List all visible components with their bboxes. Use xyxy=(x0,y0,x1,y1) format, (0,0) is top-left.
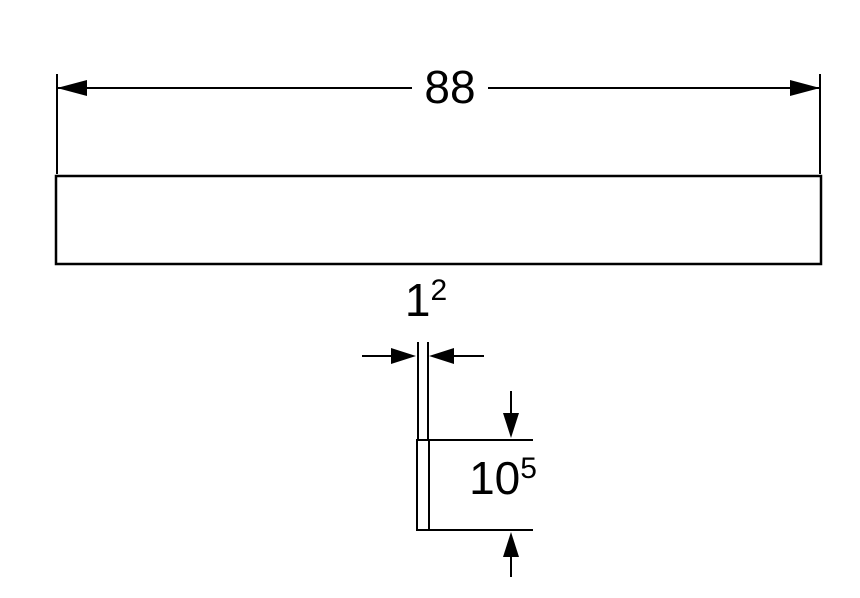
arrowhead-left-icon xyxy=(429,348,454,364)
arrowhead-right-icon xyxy=(391,348,416,364)
width-dimension: 88 xyxy=(56,61,821,174)
thickness-dimension-label: 12 xyxy=(405,274,447,326)
arrowhead-up-icon xyxy=(503,532,519,557)
depth-dimension-label: 105 xyxy=(469,452,537,504)
arrowhead-down-icon xyxy=(503,413,519,438)
panel-side-view xyxy=(416,439,430,531)
panel-front-view xyxy=(54,174,823,266)
thickness-dimension: 12 xyxy=(362,274,484,440)
arrowhead-left-icon xyxy=(57,80,87,96)
arrowhead-right-icon xyxy=(790,80,820,96)
width-dimension-label: 88 xyxy=(424,61,475,113)
depth-dimension: 105 xyxy=(430,391,537,577)
